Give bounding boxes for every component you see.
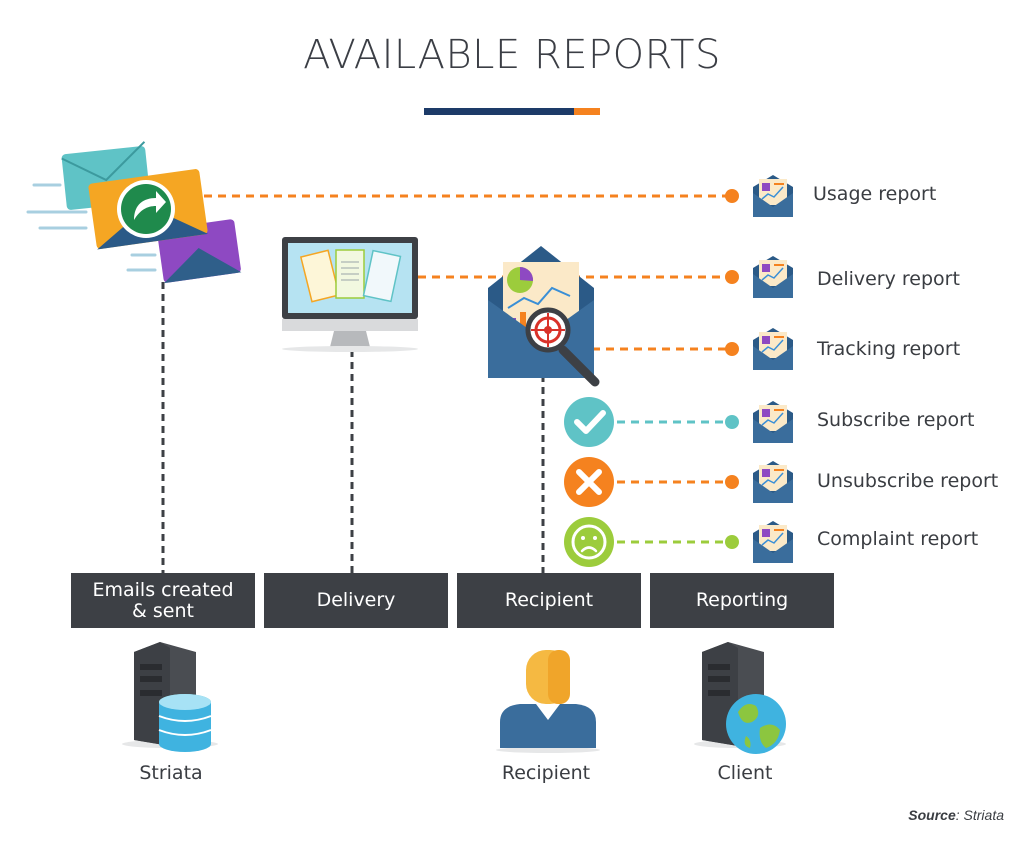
report-document-icon-unsubscribe — [753, 461, 793, 503]
stage-label: Recipient — [504, 589, 594, 611]
report-label-complaint: Complaint report — [817, 528, 979, 550]
report-document-icon-subscribe — [753, 401, 793, 443]
report-document-icon-tracking — [753, 328, 793, 370]
caption-recipient: Recipient — [501, 762, 591, 784]
stage-reporting: Reporting — [650, 573, 834, 628]
title-underline-navy — [424, 108, 574, 115]
source-note: Source: Striata — [908, 807, 1004, 823]
report-label-delivery: Delivery report — [817, 268, 960, 290]
page-title: AVAILABLE REPORTS — [303, 32, 721, 78]
server-database-icon — [122, 642, 218, 752]
stage-label: Delivery — [316, 589, 396, 611]
title-underline-orange — [574, 108, 600, 115]
person-icon — [496, 650, 600, 753]
stage-emails-created-sent: Emails created & sent — [71, 573, 255, 628]
sad-face-icon — [564, 517, 614, 567]
server-globe-icon — [694, 642, 786, 754]
report-document-icon-usage — [753, 175, 793, 217]
report-label-subscribe: Subscribe report — [817, 409, 975, 431]
caption-client: Client — [717, 762, 773, 784]
vertical-connectors — [161, 282, 545, 573]
monitor-icon — [282, 237, 418, 352]
sending-emails-icon — [26, 141, 242, 284]
source-prefix: Source — [908, 807, 956, 823]
stage-delivery: Delivery — [264, 573, 448, 628]
tracking-envelope-icon — [488, 246, 600, 387]
caption-striata: Striata — [139, 762, 203, 784]
report-icons — [753, 175, 793, 563]
stage-label: Emails created & sent — [92, 578, 234, 622]
cross-icon — [564, 457, 614, 507]
checkmark-icon — [564, 397, 614, 447]
report-label-tracking: Tracking report — [817, 338, 961, 360]
report-document-icon-complaint — [753, 521, 793, 563]
connector-end-dots — [725, 189, 739, 549]
source-value: : Striata — [955, 807, 1004, 823]
report-label-usage: Usage report — [813, 183, 937, 205]
stage-recipient: Recipient — [457, 573, 641, 628]
report-document-icon-delivery — [753, 256, 793, 298]
stage-label: Reporting — [695, 589, 789, 611]
report-label-unsubscribe: Unsubscribe report — [817, 470, 999, 492]
